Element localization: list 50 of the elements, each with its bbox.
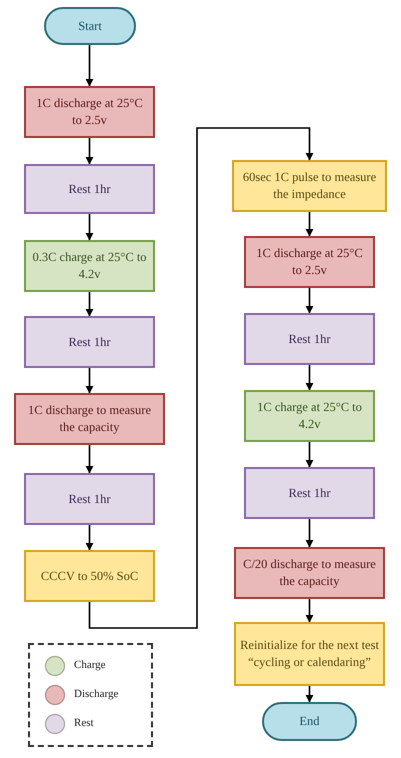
arrow	[86, 45, 94, 87]
arrow	[306, 519, 314, 548]
arrow	[86, 138, 94, 165]
process-box	[244, 390, 375, 442]
arrow	[86, 445, 94, 474]
process-box	[24, 316, 155, 368]
arrow	[88, 127, 314, 629]
process-box	[24, 240, 155, 292]
step-label: CCCV to 50% SoC	[40, 568, 138, 584]
step-label: Rest 1hr	[288, 484, 330, 502]
legend-label: Rest	[74, 717, 94, 729]
process-box	[24, 86, 155, 138]
legend-label: Discharge	[74, 688, 118, 700]
process-box	[244, 467, 375, 519]
step-label: 1C discharge at 25°C to 2.5v	[35, 95, 144, 129]
step-label: C/20 discharge to measure the capacity	[242, 556, 377, 590]
process-box	[244, 313, 375, 365]
step-label: Rest 1hr	[68, 334, 110, 350]
arrow	[306, 686, 314, 703]
step-label: Reinitialize for the next test “cycling or calendaring”	[240, 637, 379, 671]
arrow	[86, 525, 94, 551]
terminal-pill	[262, 702, 357, 741]
step-label: Start	[78, 18, 102, 34]
process-box	[14, 393, 165, 445]
process-box	[244, 236, 375, 288]
step-label: 0.3C charge at 25°C to 4.2v	[31, 249, 148, 283]
step-label: 1C discharge at 25°C to 2.5v	[255, 245, 364, 279]
process-box	[24, 473, 155, 525]
step-label: 1C charge at 25°C to 4.2v	[256, 399, 363, 433]
arrow	[306, 212, 314, 237]
arrow	[306, 442, 314, 468]
process-box	[232, 160, 387, 212]
process-box	[24, 550, 155, 602]
arrow	[306, 599, 314, 623]
arrow	[306, 288, 314, 314]
terminal-pill	[44, 7, 136, 45]
step-label: Rest 1hr	[288, 330, 330, 348]
process-box	[234, 547, 385, 599]
step-label: Rest 1hr	[68, 490, 110, 508]
arrow	[86, 214, 94, 241]
arrow	[306, 365, 314, 391]
arrow	[86, 292, 94, 317]
process-box	[24, 164, 155, 214]
step-label: 60sec 1C pulse to measure the impedance	[242, 169, 378, 203]
legend-label: Charge	[74, 659, 106, 671]
arrow	[86, 368, 94, 394]
step-label: 1C discharge to measure the capacity	[27, 402, 152, 436]
process-box	[234, 622, 385, 686]
step-label: Rest 1hr	[68, 180, 110, 198]
step-label: End	[299, 713, 320, 730]
